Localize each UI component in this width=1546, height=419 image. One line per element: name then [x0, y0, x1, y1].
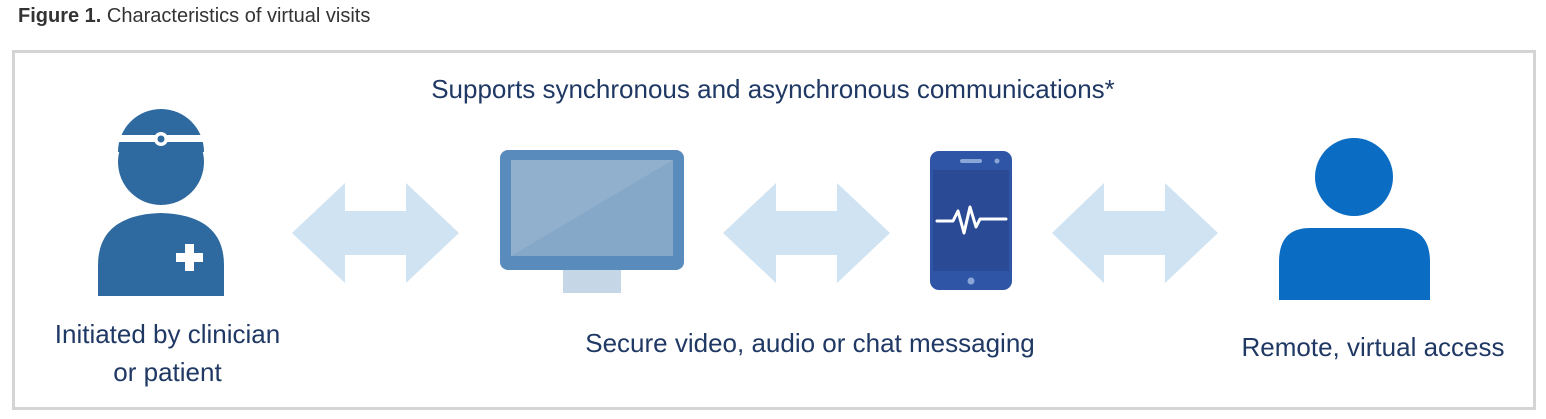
secure-messaging-text: Secure video, audio or chat messaging [585, 328, 1035, 358]
initiated-text-line1: Initiated by clinician [54, 319, 281, 349]
person-icon [1279, 138, 1430, 300]
initiated-text: Initiated by clinician or patient [0, 315, 335, 391]
figure-title: Characteristics of virtual visits [106, 5, 371, 27]
communications-text: Supports synchronous and asynchronous co… [431, 74, 1115, 104]
smartphone-heartbeat-icon [930, 151, 1012, 290]
double-arrow-icon [292, 183, 459, 283]
double-arrow-icon [1052, 183, 1218, 283]
figure-number: Figure 1. [18, 5, 102, 27]
remote-access-text: Remote, virtual access [1241, 332, 1505, 362]
initiated-text-line2: or patient [113, 357, 222, 387]
monitor-icon [500, 150, 684, 293]
clinician-icon [98, 109, 224, 296]
figure-caption: Figure 1. Characteristics of virtual vis… [18, 5, 370, 28]
double-arrow-icon [723, 183, 890, 283]
